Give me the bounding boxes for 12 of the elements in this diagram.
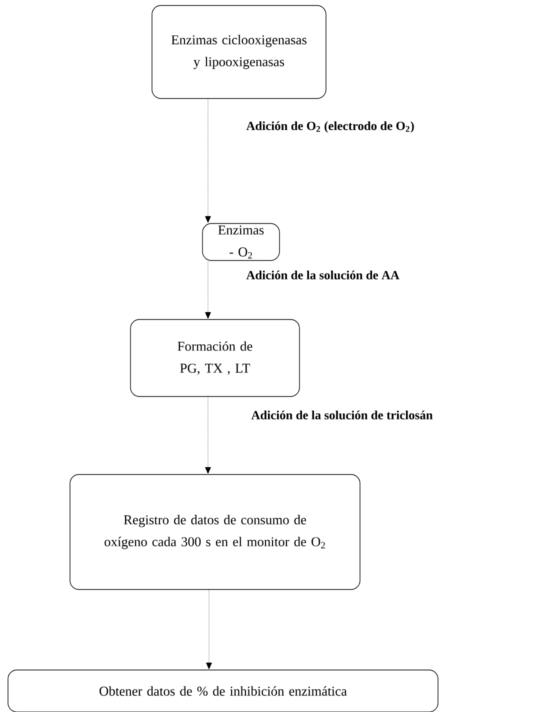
process-box: Obtener datos de % de inhibición enzimática [8,670,438,712]
arrow [205,98,211,223]
process-box: Formación de PG, TX , LT [130,319,300,397]
arrow [206,590,212,670]
process-box: Enzimas ciclooxigenasas y lipooxigenasas [152,5,326,99]
edge-label: Adición de la solución de AA [245,270,400,280]
arrow [205,396,211,474]
edge-label: Adición de O$_{2}$ (electrodo de O$_{2}$) [245,120,416,134]
edge-label: Adición de la solución de triclosán [250,410,434,420]
process-box: Enzimas - O$_{2}$ [202,223,280,261]
process-box: Registro de datos de consumo de oxígeno cada 300 s en el monitor de O$_{2}$ [70,474,360,590]
arrow [205,260,211,319]
